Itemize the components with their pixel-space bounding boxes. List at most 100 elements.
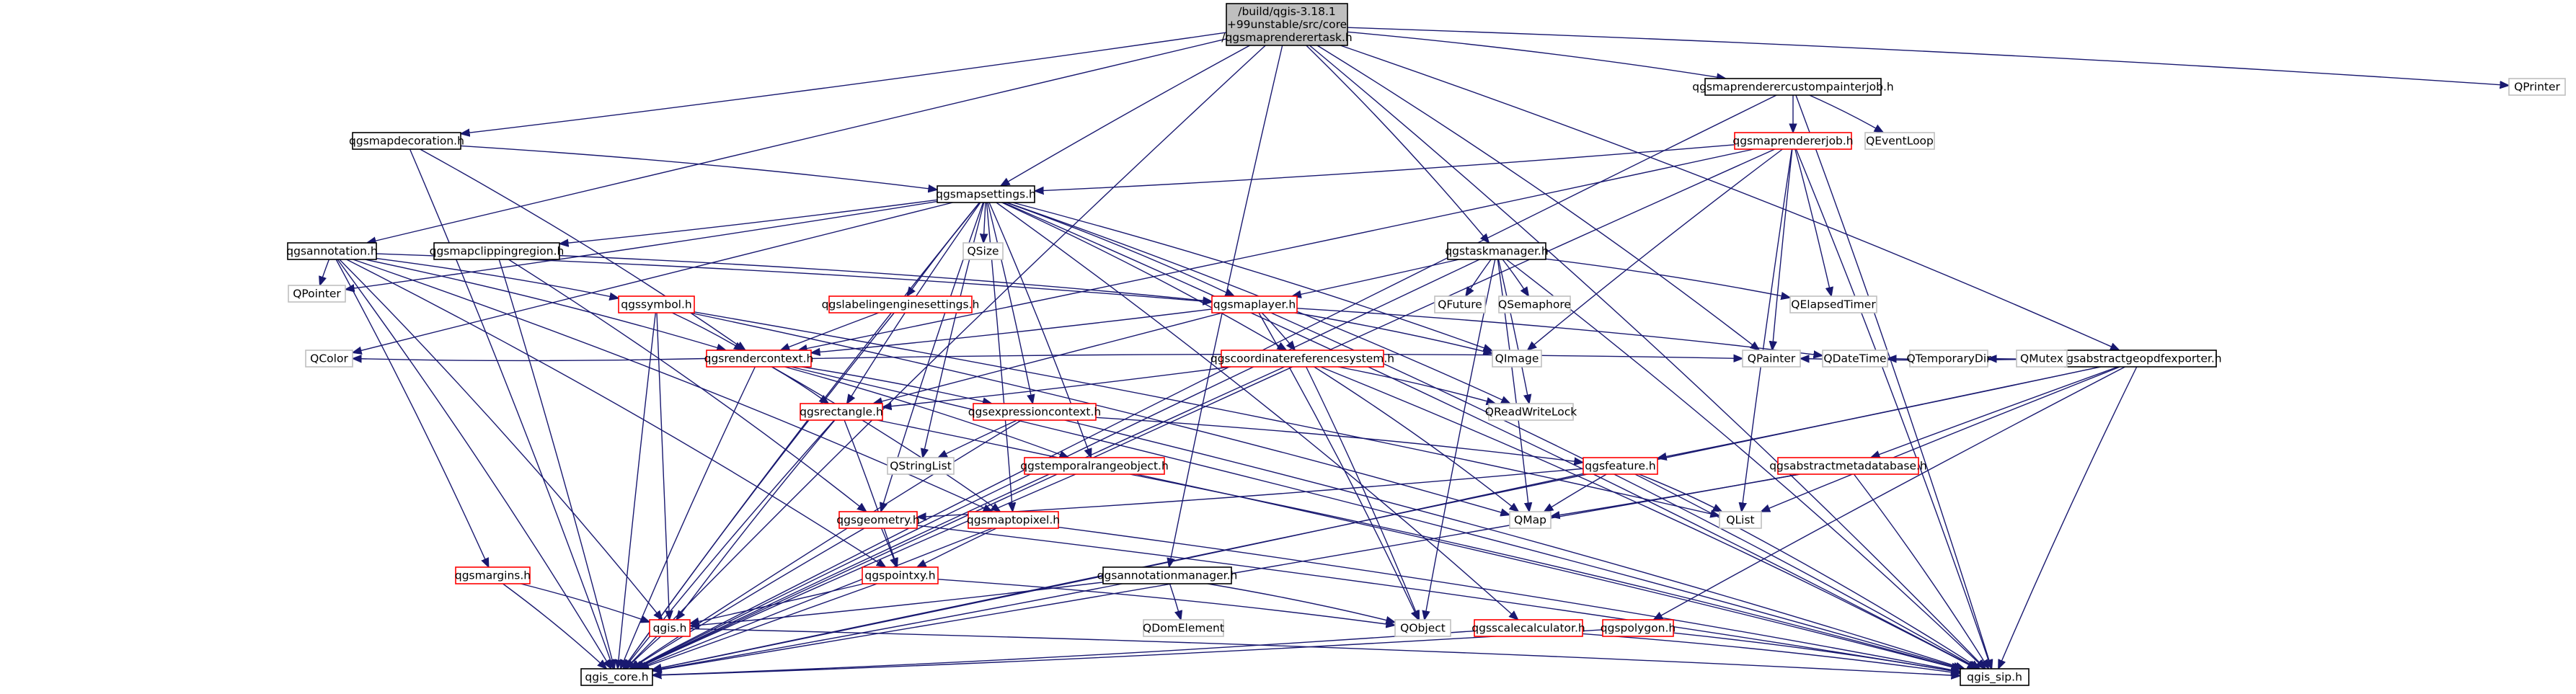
- node-taskmanager[interactable]: qgstaskmanager.h: [1445, 242, 1549, 260]
- node-label-qobject: QObject: [1400, 622, 1446, 635]
- edge-maplayer-to-rectangle: [873, 312, 1223, 404]
- node-rendercontext[interactable]: qgsrendercontext.h: [704, 350, 814, 368]
- node-rectangle[interactable]: qgsrectangle.h: [800, 403, 883, 421]
- edge-abstractgeopdf-to-polygon: [1653, 366, 2125, 620]
- node-qpointer[interactable]: QPointer: [288, 285, 346, 303]
- node-symbol[interactable]: qgssymbol.h: [618, 295, 695, 313]
- node-qtemporarydir[interactable]: QTemporaryDir: [1906, 350, 1991, 368]
- edge-rendercontext-to-maptopixel: [771, 366, 1001, 512]
- node-qgissip[interactable]: qgis_sip.h: [1960, 668, 2030, 686]
- node-qsize[interactable]: QSize: [962, 242, 1004, 260]
- node-qfuture[interactable]: QFuture: [1434, 295, 1486, 313]
- edge-custompainter-to-qgissip: [1795, 94, 1992, 669]
- node-label-qmutex: QMutex: [2020, 352, 2063, 365]
- edge-annotation-to-rendercontext: [365, 259, 726, 350]
- node-label-root: +99unstable/src/core: [1227, 18, 1347, 31]
- node-qmutex[interactable]: QMutex: [2016, 350, 2068, 368]
- edge-maptopixel-to-pointxy: [917, 528, 997, 567]
- node-temporalrange[interactable]: qgstemporalrangeobject.h: [1020, 457, 1169, 475]
- node-label-qpointer: QPointer: [293, 288, 341, 301]
- edge-qgish-to-qgiscore: [626, 636, 662, 669]
- node-qreadwritelock[interactable]: QReadWriteLock: [1485, 403, 1577, 421]
- node-clipping[interactable]: qgsmapclippingregion.h: [430, 242, 565, 260]
- node-box-symbol: [618, 295, 695, 313]
- node-label-rectangle: qgsrectangle.h: [800, 406, 883, 419]
- node-qcolor[interactable]: QColor: [305, 350, 353, 368]
- edge-symbol-to-qgish: [656, 312, 670, 620]
- edge-rectangle-to-qgish: [676, 419, 836, 620]
- node-feature[interactable]: qgsfeature.h: [1583, 457, 1658, 475]
- node-mapsettings[interactable]: qgsmapsettings.h: [936, 185, 1036, 203]
- node-qmap[interactable]: QMap: [1509, 511, 1552, 529]
- edge-rectangle-to-pointxy: [844, 419, 897, 567]
- node-box-margins: [455, 566, 531, 584]
- node-qprinter[interactable]: QPrinter: [2508, 78, 2566, 96]
- edge-taskmanager-to-qfuture: [1466, 259, 1492, 296]
- node-crs[interactable]: qgscoordinatereferencesystem.h: [1210, 350, 1394, 368]
- node-rendererjob[interactable]: qgsmaprendererjob.h: [1732, 132, 1854, 150]
- node-abstractmetadb[interactable]: qgsabstractmetadatabase.h: [1769, 457, 1927, 475]
- node-annotation[interactable]: qgsannotation.h: [286, 242, 378, 260]
- node-box-temporalrange: [1024, 457, 1165, 475]
- node-abstractgeopdf[interactable]: qgsabstractgeopdfexporter.h: [2059, 350, 2222, 368]
- edge-taskmanager-to-qmap: [1497, 259, 1529, 512]
- node-qobject[interactable]: QObject: [1394, 619, 1451, 637]
- node-qlist[interactable]: QList: [1719, 511, 1762, 529]
- node-box-qcolor: [305, 350, 353, 368]
- node-qstringlist[interactable]: QStringList: [887, 457, 955, 475]
- node-qimage[interactable]: QImage: [1492, 350, 1542, 368]
- edge-maptopixel-to-qgissip: [1058, 526, 1960, 672]
- node-label-mapsettings: qgsmapsettings.h: [936, 188, 1036, 201]
- edge-crs-to-qobject: [1306, 366, 1420, 620]
- node-box-crs: [1221, 350, 1384, 368]
- node-exprcontext[interactable]: qgsexpressioncontext.h: [968, 403, 1102, 421]
- node-label-qstringlist: QStringList: [890, 460, 952, 473]
- node-box-qtemporarydir: [1909, 350, 1988, 368]
- node-geometry[interactable]: qgsgeometry.h: [836, 511, 920, 529]
- node-qdomelement[interactable]: QDomElement: [1143, 619, 1224, 637]
- edge-rendererjob-to-qlist: [1742, 148, 1793, 512]
- node-label-qprinter: QPrinter: [2514, 81, 2560, 94]
- edge-labeling-to-rendercontext: [781, 312, 880, 350]
- edge-root-to-mapdecoration: [461, 32, 1227, 133]
- node-qsemaphore[interactable]: QSemaphore: [1498, 295, 1571, 313]
- node-label-rendercontext: qgsrendercontext.h: [704, 352, 814, 365]
- node-qeventloop[interactable]: QEventLoop: [1864, 132, 1935, 150]
- node-qpainter[interactable]: QPainter: [1742, 350, 1801, 368]
- node-label-qgish: qgis.h: [653, 622, 687, 635]
- node-annotationmgr[interactable]: qgsannotationmanager.h: [1097, 566, 1238, 584]
- node-margins[interactable]: qgsmargins.h: [455, 566, 531, 584]
- edge-annotation-to-margins: [335, 259, 489, 567]
- node-maplayer[interactable]: qgsmaplayer.h: [1211, 295, 1298, 313]
- edge-exprcontext-to-qstringlist: [938, 419, 1018, 458]
- node-label-root: /build/qgis-3.18.1: [1238, 5, 1336, 18]
- node-label-qcolor: QColor: [310, 352, 348, 365]
- node-pointxy[interactable]: qgspointxy.h: [862, 566, 939, 584]
- node-label-pointxy: qgspointxy.h: [864, 569, 935, 582]
- node-maptopixel[interactable]: qgsmaptopixel.h: [967, 511, 1060, 529]
- edge-taskmanager-to-qgissip: [1506, 259, 1985, 669]
- node-mapdecoration[interactable]: qgsmapdecoration.h: [349, 132, 464, 150]
- file-nodes: /build/qgis-3.18.1+99unstable/src/core/q…: [286, 3, 2566, 686]
- edge-rendererjob-to-rendercontext: [798, 148, 1754, 350]
- node-labeling[interactable]: qgslabelingenginesettings.h: [822, 295, 980, 313]
- edge-mapsettings-to-qgissip: [1003, 202, 1978, 669]
- node-label-crs: qgscoordinatereferencesystem.h: [1210, 352, 1394, 365]
- edge-pointxy-to-qobject: [937, 579, 1395, 626]
- node-polygon[interactable]: qgspolygon.h: [1601, 619, 1676, 637]
- node-qelapsedtimer[interactable]: QElapsedTimer: [1789, 295, 1877, 313]
- node-qgiscore[interactable]: qgis_core.h: [580, 668, 653, 686]
- edge-root-to-qprinter: [1347, 27, 2509, 85]
- edge-rendercontext-to-exprcontext: [801, 366, 992, 404]
- node-box-qelapsedtimer: [1789, 295, 1877, 313]
- node-qdatetime[interactable]: QDateTime: [1822, 350, 1888, 368]
- node-qgish[interactable]: qgis.h: [649, 619, 691, 637]
- node-label-abstractmetadb: qgsabstractmetadatabase.h: [1769, 460, 1927, 473]
- edge-mapsettings-to-qsize: [983, 202, 986, 243]
- node-scalecalc[interactable]: qgsscalecalculator.h: [1471, 619, 1585, 637]
- node-box-qlist: [1719, 511, 1762, 529]
- edge-crs-to-qgiscore: [634, 366, 1285, 669]
- node-custompainter[interactable]: qgsmaprenderercustompainterjob.h: [1692, 78, 1894, 96]
- edge-mapsettings-to-exprcontext: [987, 202, 1032, 404]
- edge-root-to-custompainter: [1347, 31, 1726, 79]
